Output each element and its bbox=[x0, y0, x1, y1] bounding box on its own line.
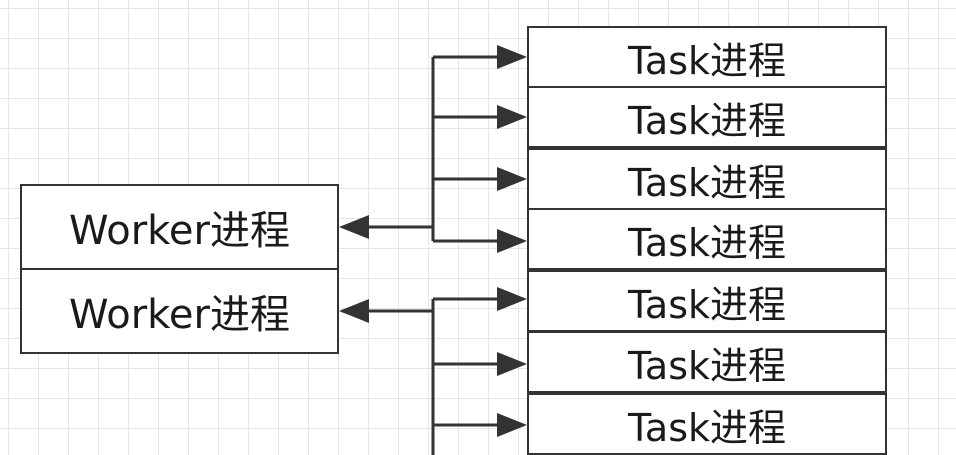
task-label: Task进程 bbox=[627, 160, 786, 205]
task-label: Task进程 bbox=[627, 98, 786, 143]
worker-box-1: Worker进程 bbox=[20, 184, 339, 270]
task-box-1: Task进程 bbox=[527, 26, 887, 88]
worker-label: Worker进程 bbox=[69, 292, 290, 338]
task-box-7: Task进程 bbox=[527, 393, 887, 455]
task-box-5: Task进程 bbox=[527, 270, 887, 332]
task-label: Task进程 bbox=[627, 38, 786, 83]
task-box-4: Task进程 bbox=[527, 208, 887, 270]
task-box-3: Task进程 bbox=[527, 148, 887, 210]
worker-box-2: Worker进程 bbox=[20, 268, 339, 354]
worker-label: Worker进程 bbox=[69, 208, 290, 254]
task-label: Task进程 bbox=[627, 282, 786, 327]
task-label: Task进程 bbox=[627, 405, 786, 450]
task-box-2: Task进程 bbox=[527, 86, 887, 148]
task-box-6: Task进程 bbox=[527, 331, 887, 393]
task-label: Task进程 bbox=[627, 220, 786, 265]
task-label: Task进程 bbox=[627, 343, 786, 388]
